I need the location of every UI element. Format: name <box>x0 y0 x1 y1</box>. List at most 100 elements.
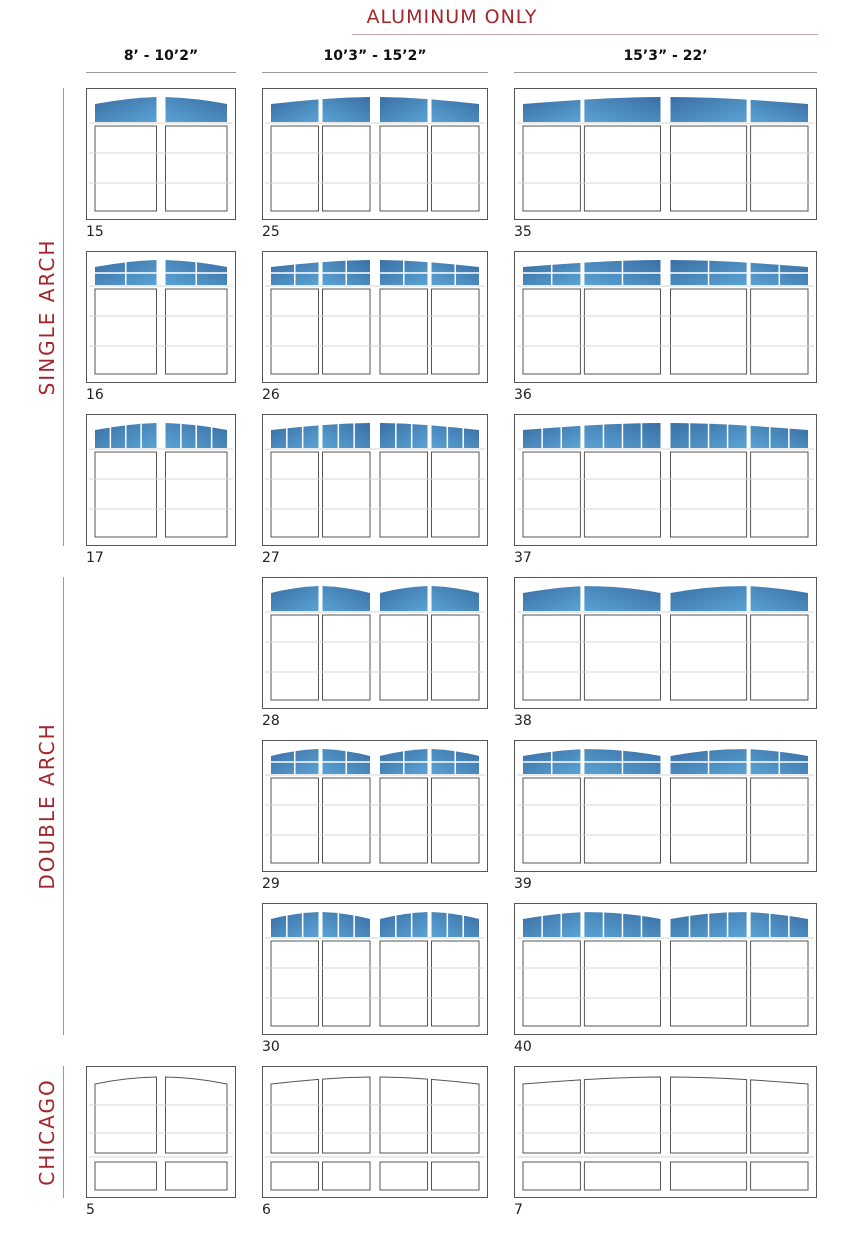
door-illustration <box>89 260 233 375</box>
door-design-40 <box>514 903 817 1035</box>
door-panel <box>270 614 319 701</box>
door-design-15 <box>86 88 236 220</box>
window-panel <box>94 1076 157 1154</box>
door-panel <box>270 940 319 1027</box>
door-illustration <box>517 586 814 701</box>
window-panel <box>322 1076 371 1154</box>
door-design-5 <box>86 1066 236 1198</box>
glass-window <box>523 912 581 937</box>
door-number: 37 <box>514 550 532 566</box>
door-panel <box>165 288 228 375</box>
door-panel <box>322 777 371 864</box>
glass-window <box>380 586 428 611</box>
door-panel <box>94 125 157 212</box>
door-number: 15 <box>86 224 104 240</box>
section-label: SINGLE ARCH <box>35 238 59 396</box>
door-design-35 <box>514 88 817 220</box>
door-illustration <box>265 749 485 864</box>
door-panel <box>522 125 581 212</box>
door-design-30 <box>262 903 488 1035</box>
glass-window <box>95 97 157 122</box>
door-illustration <box>265 97 485 212</box>
door-panel <box>522 614 581 701</box>
glass-window <box>750 912 808 937</box>
door-illustration <box>265 586 485 701</box>
door-panel <box>750 288 809 375</box>
glass-window <box>431 912 479 937</box>
page-title: ALUMINUM ONLY <box>366 6 538 28</box>
glass-window <box>380 912 428 937</box>
door-number: 17 <box>86 550 104 566</box>
door-number: 26 <box>262 387 280 403</box>
lower-panel <box>522 1161 581 1191</box>
door-panel <box>379 777 428 864</box>
section-divider <box>63 88 64 546</box>
title-underline <box>352 34 818 35</box>
door-panel <box>270 288 319 375</box>
glass-window <box>322 586 370 611</box>
window-panel <box>270 1078 319 1154</box>
door-panel <box>322 940 371 1027</box>
door-illustration <box>517 1076 814 1191</box>
door-panel <box>750 777 809 864</box>
door-illustration <box>265 912 485 1027</box>
door-design-26 <box>262 251 488 383</box>
window-panel <box>583 1076 661 1154</box>
glass-window <box>584 97 661 122</box>
glass-window <box>584 586 661 611</box>
door-panel <box>431 125 480 212</box>
door-illustration <box>89 423 233 538</box>
door-design-28 <box>262 577 488 709</box>
door-number: 16 <box>86 387 104 403</box>
glass-window <box>271 425 319 448</box>
door-illustration <box>517 97 814 212</box>
lower-panel <box>322 1161 371 1191</box>
glass-window <box>322 97 370 122</box>
door-panel <box>431 614 480 701</box>
door-design-17 <box>86 414 236 546</box>
glass-window <box>322 912 370 937</box>
glass-window <box>670 586 747 611</box>
door-number: 36 <box>514 387 532 403</box>
door-number: 38 <box>514 713 532 729</box>
door-panel <box>165 125 228 212</box>
door-panel <box>94 451 157 538</box>
door-panel <box>583 777 661 864</box>
glass-window <box>670 97 747 122</box>
door-panel <box>583 288 661 375</box>
door-panel <box>270 125 319 212</box>
door-illustration <box>89 97 233 212</box>
door-design-7 <box>514 1066 817 1198</box>
lower-panel <box>165 1161 228 1191</box>
door-panel <box>583 125 661 212</box>
door-illustration <box>265 423 485 538</box>
door-design-39 <box>514 740 817 872</box>
window-panel <box>522 1079 581 1154</box>
door-illustration <box>89 1076 233 1191</box>
glass-window <box>750 586 808 611</box>
column-header-small: 8’ - 10’2” <box>123 48 199 64</box>
glass-window <box>380 97 428 122</box>
door-panel <box>431 777 480 864</box>
glass-window <box>431 425 479 448</box>
section-label: CHICAGO <box>35 1078 59 1186</box>
door-design-27 <box>262 414 488 546</box>
lower-panel <box>750 1161 809 1191</box>
door-number: 5 <box>86 1202 95 1218</box>
section-label: DOUBLE ARCH <box>35 722 59 890</box>
section-single-arch: SINGLE ARCH <box>30 88 64 546</box>
door-design-36 <box>514 251 817 383</box>
door-design-37 <box>514 414 817 546</box>
door-illustration <box>517 749 814 864</box>
door-panel <box>750 940 809 1027</box>
door-panel <box>431 940 480 1027</box>
door-illustration <box>517 423 814 538</box>
column-rule <box>86 72 236 73</box>
glass-window <box>322 423 370 448</box>
door-design-25 <box>262 88 488 220</box>
door-panel <box>165 451 228 538</box>
door-panel <box>583 940 661 1027</box>
door-number: 39 <box>514 876 532 892</box>
column-rule <box>514 72 817 73</box>
door-number: 40 <box>514 1039 532 1055</box>
